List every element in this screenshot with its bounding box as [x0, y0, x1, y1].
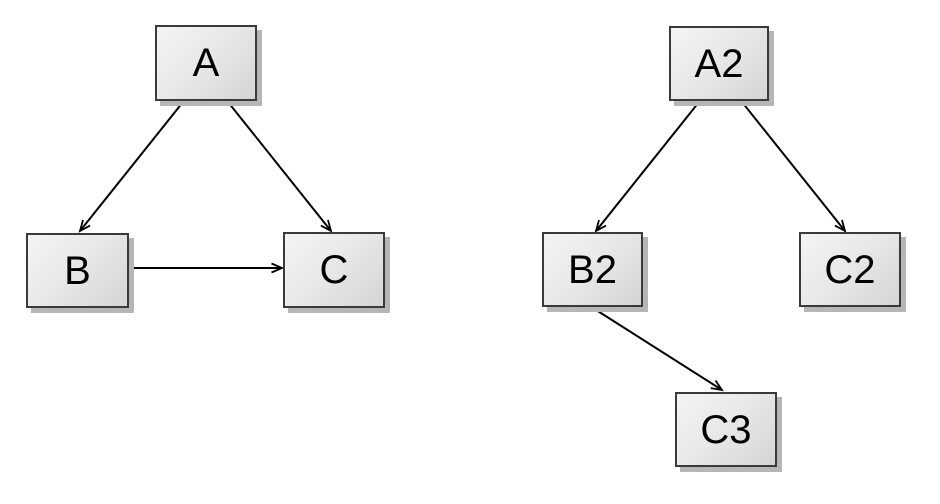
edge-A2-to-C2[interactable]: [741, 101, 847, 233]
node-C[interactable]: C: [283, 232, 385, 308]
node-label-C3: C3: [700, 407, 752, 452]
node-label-B2: B2: [568, 247, 617, 292]
edge-A2-to-B2[interactable]: [594, 101, 700, 233]
node-A2[interactable]: A2: [669, 26, 769, 101]
node-label-A2: A2: [694, 41, 744, 86]
node-B2[interactable]: B2: [542, 232, 643, 307]
edge-A-to-C[interactable]: [227, 101, 333, 233]
node-C2[interactable]: C2: [799, 232, 901, 307]
node-label-C: C: [319, 248, 349, 292]
edge-A-to-B[interactable]: [78, 101, 184, 233]
node-label-C2: C2: [824, 247, 876, 292]
node-label-B: B: [64, 248, 91, 293]
node-A[interactable]: A: [155, 25, 257, 101]
node-C3[interactable]: C3: [675, 392, 777, 467]
edge-B2-to-C3[interactable]: [592, 307, 724, 392]
node-B[interactable]: B: [26, 233, 129, 308]
node-label-A: A: [192, 41, 220, 85]
